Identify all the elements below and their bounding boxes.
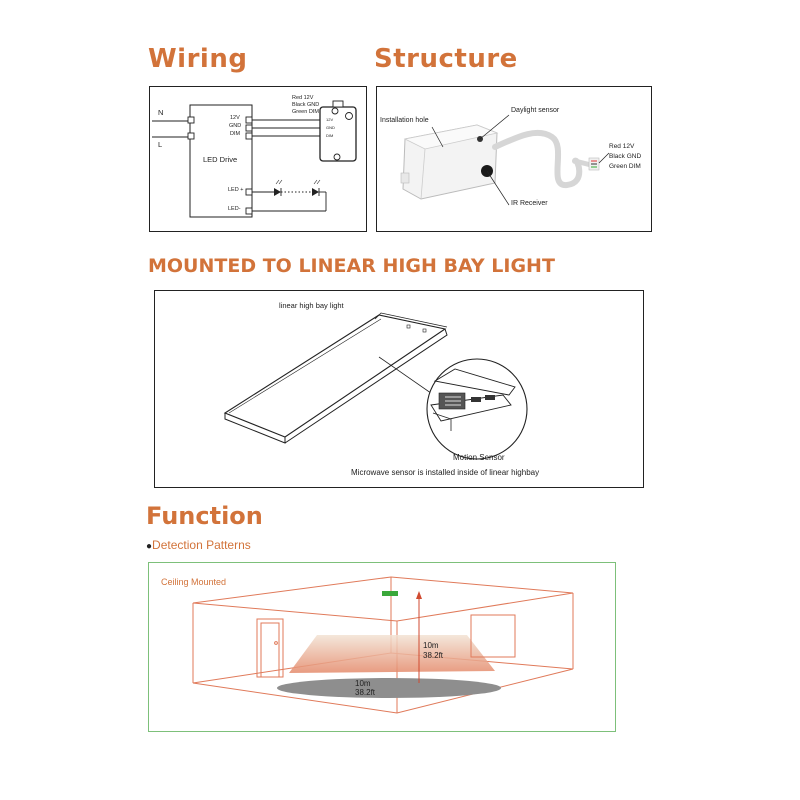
wire-red-label: Red 12V bbox=[292, 95, 314, 101]
driver-gnd-label: GND bbox=[229, 123, 242, 129]
structure-wire-black: Black GND bbox=[609, 153, 642, 160]
sensor-12v-label: 12V bbox=[326, 117, 334, 122]
led-plus-label: LED + bbox=[228, 187, 244, 193]
microwave-note: Microwave sensor is installed inside of … bbox=[351, 468, 540, 477]
high-bay-label: linear high bay light bbox=[279, 301, 344, 310]
height-ft-label: 38.2ft bbox=[423, 651, 444, 660]
high-bay-drawing bbox=[223, 312, 528, 460]
structure-heading: Structure bbox=[374, 44, 518, 74]
ir-receiver-label: IR Receiver bbox=[511, 200, 548, 207]
room-detection-drawing bbox=[192, 576, 574, 714]
driver-12v-label: 12V bbox=[230, 115, 240, 121]
detection-patterns-label: Detection Patterns bbox=[152, 538, 251, 552]
n-label: N bbox=[158, 108, 164, 117]
wiring-schematic bbox=[152, 100, 357, 218]
sensor-gnd-label: GND bbox=[326, 125, 335, 130]
structure-wire-red: Red 12V bbox=[609, 143, 635, 150]
bullet-icon: ● bbox=[146, 541, 153, 552]
height-m-label: 10m bbox=[423, 641, 439, 650]
structure-wire-green: Green DIM bbox=[609, 163, 641, 170]
led-minus-label: LED- bbox=[228, 206, 241, 212]
sensor-dim-label: DIM bbox=[326, 133, 334, 138]
range-m-label: 10m bbox=[355, 679, 371, 688]
wire-green-label: Green DIM bbox=[292, 109, 319, 115]
ceiling-mounted-label: Ceiling Mounted bbox=[161, 577, 227, 587]
driver-label: LED Drive bbox=[203, 155, 238, 164]
function-heading: Function bbox=[146, 502, 263, 530]
range-ft-label: 38.2ft bbox=[355, 688, 376, 697]
structure-diagram: Installation hole Daylight sensor IR Rec… bbox=[376, 86, 652, 232]
sensor-product-drawing bbox=[400, 114, 610, 206]
mounted-heading: MOUNTED TO LINEAR HIGH BAY LIGHT bbox=[148, 255, 555, 277]
wiring-diagram: N L LED Drive 12V GND DIM LED + LED- Red… bbox=[149, 86, 367, 232]
detection-patterns: ●Detection Patterns bbox=[146, 538, 251, 552]
motion-sensor-label: Motion Sensor bbox=[453, 453, 505, 462]
l-label: L bbox=[158, 140, 163, 149]
installation-hole-label: Installation hole bbox=[380, 117, 429, 124]
wire-black-label: Black GND bbox=[292, 102, 320, 108]
mounted-diagram: linear high bay light Motion Sensor Micr… bbox=[154, 290, 644, 488]
wiring-heading: Wiring bbox=[148, 44, 248, 74]
driver-dim-label: DIM bbox=[230, 131, 241, 137]
ceiling-mounted-diagram: Ceiling Mounted 10m 38.2ft 10m 38.2ft bbox=[148, 562, 616, 732]
daylight-sensor-label: Daylight sensor bbox=[511, 107, 560, 114]
